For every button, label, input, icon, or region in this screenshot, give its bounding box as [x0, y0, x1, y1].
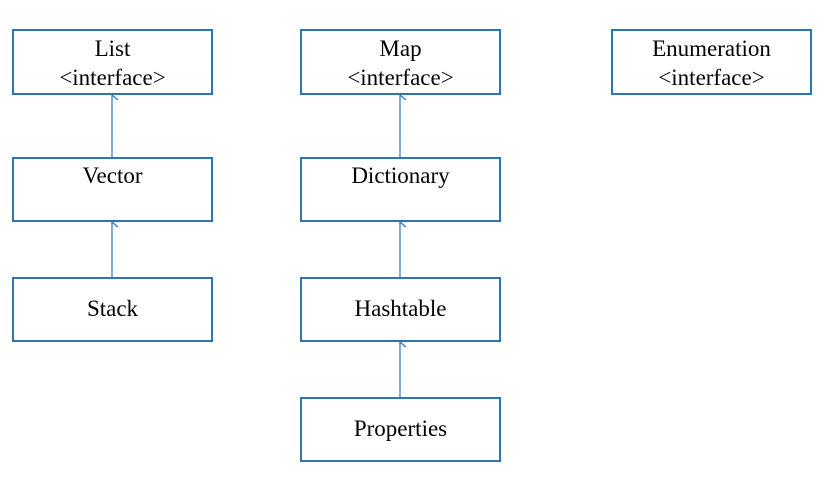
node-vector: Vector — [12, 157, 213, 222]
node-list-stereotype: <interface> — [59, 65, 166, 90]
node-hashtable-name: Hashtable — [354, 295, 447, 321]
node-map: Map <interface> — [300, 29, 501, 95]
node-hashtable: Hashtable — [300, 277, 501, 342]
node-map-stereotype: <interface> — [347, 65, 454, 90]
node-list-name: List — [94, 36, 131, 61]
node-map-name: Map — [379, 36, 422, 61]
node-enumeration: Enumeration <interface> — [611, 29, 812, 95]
node-stack: Stack — [12, 277, 213, 342]
node-enumeration-stereotype: <interface> — [658, 65, 765, 90]
node-stack-name: Stack — [86, 295, 139, 321]
node-dictionary-name: Dictionary — [351, 163, 450, 188]
node-vector-name: Vector — [82, 163, 143, 188]
node-enumeration-name: Enumeration — [652, 36, 771, 61]
node-list: List <interface> — [12, 29, 213, 95]
node-properties: Properties — [300, 397, 501, 462]
node-dictionary: Dictionary — [300, 157, 501, 222]
node-properties-name: Properties — [353, 415, 448, 441]
